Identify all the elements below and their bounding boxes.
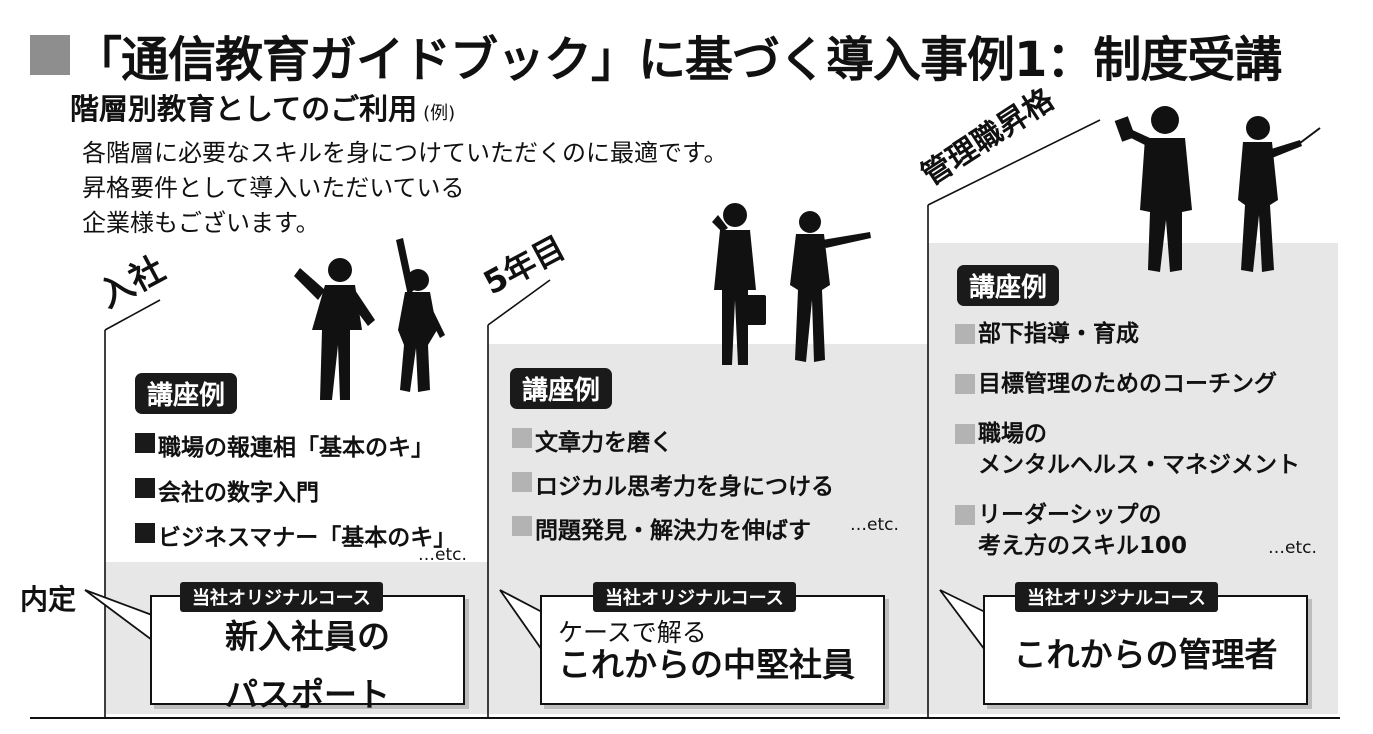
course-title: これからの管理者 xyxy=(1013,635,1278,674)
list-item: 職場の報連相「基本のキ」 xyxy=(135,428,456,473)
course-examples-tag-1: 講座例 xyxy=(135,373,238,414)
intro-line-1: 各階層に必要なスキルを身につけていただくのに最適です。 xyxy=(82,139,728,167)
page-title: 「通信教育ガイドブック」に基づく導入事例1：制度受講 xyxy=(30,20,1282,90)
list-item: ビジネスマナー「基本のキ」 xyxy=(135,518,456,563)
course-title-line-1: 新入社員の xyxy=(225,617,390,656)
intro-text: 各階層に必要なスキルを身につけていただくのに最適です。 昇格要件として導入いただ… xyxy=(82,136,728,241)
section-subtitle: 階層別教育としてのご利用(例) xyxy=(70,86,455,128)
original-course-label-2: 当社オリジナルコース xyxy=(593,582,796,612)
list-item: 会社の数字入門 xyxy=(135,473,456,518)
list-item: 目標管理のためのコーチング xyxy=(955,369,1300,400)
subtitle-note: (例) xyxy=(423,103,456,124)
list-item: 部下指導・育成 xyxy=(955,319,1300,350)
stage-label-entry: 入社 xyxy=(92,248,172,317)
stage-label-manager-promotion: 管理職昇格 xyxy=(915,82,1061,194)
subtitle-main: 階層別教育としてのご利用 xyxy=(70,92,418,126)
course-title-line-2: パスポート xyxy=(225,675,390,714)
bullet-square-icon xyxy=(955,324,975,344)
original-course-label-3: 当社オリジナルコース xyxy=(1015,582,1218,612)
bullet-square-icon xyxy=(955,424,975,444)
list-item: リーダーシップの考え方のスキル100 xyxy=(955,500,1300,562)
offer-label: 内定 xyxy=(20,583,77,616)
course-list-stage-2: 文章力を磨く ロジカル思考力を身につける 問題発見・解決力を伸ばす xyxy=(512,423,834,555)
celebrating-people-icon xyxy=(294,238,445,400)
etc-note-2: …etc. xyxy=(850,515,899,535)
list-item: 職場のメンタルヘルス・マネジメント xyxy=(955,419,1300,481)
page-title-text: 「通信教育ガイドブック」に基づく導入事例1：制度受講 xyxy=(74,32,1282,88)
course-title: これからの中堅社員 xyxy=(558,645,855,684)
list-item: 文章力を磨く xyxy=(512,423,834,467)
course-examples-tag-3: 講座例 xyxy=(957,265,1060,306)
bullet-square-icon xyxy=(135,433,155,453)
bullet-square-icon xyxy=(135,478,155,498)
title-square-icon xyxy=(30,35,70,75)
etc-note-1: …etc. xyxy=(418,545,467,565)
original-course-box-1: 新入社員の パスポート xyxy=(150,595,465,713)
list-item: 問題発見・解決力を伸ばす xyxy=(512,511,834,555)
bullet-square-icon xyxy=(512,428,532,448)
course-list-stage-3: 部下指導・育成 目標管理のためのコーチング 職場のメンタルヘルス・マネジメント … xyxy=(955,319,1300,581)
intro-line-3: 企業様もございます。 xyxy=(82,209,320,237)
bullet-square-icon xyxy=(135,523,155,543)
original-course-box-3: これからの管理者 xyxy=(983,595,1308,705)
original-course-box-2: ケースで解る これからの中堅社員 xyxy=(540,595,885,705)
base-line xyxy=(30,717,1340,719)
business-people-icon xyxy=(712,203,871,365)
bullet-square-icon xyxy=(512,516,532,536)
intro-line-2: 昇格要件として導入いただいている xyxy=(82,174,465,202)
course-list-stage-1: 職場の報連相「基本のキ」 会社の数字入門 ビジネスマナー「基本のキ」 xyxy=(135,428,456,563)
original-course-label-1: 当社オリジナルコース xyxy=(180,582,383,612)
course-subtitle: ケースで解る xyxy=(558,618,707,647)
bullet-square-icon xyxy=(512,472,532,492)
list-item: ロジカル思考力を身につける xyxy=(512,467,834,511)
etc-note-3: …etc. xyxy=(1268,538,1317,558)
bullet-square-icon xyxy=(955,505,975,525)
bullet-square-icon xyxy=(955,374,975,394)
course-examples-tag-2: 講座例 xyxy=(510,368,613,409)
